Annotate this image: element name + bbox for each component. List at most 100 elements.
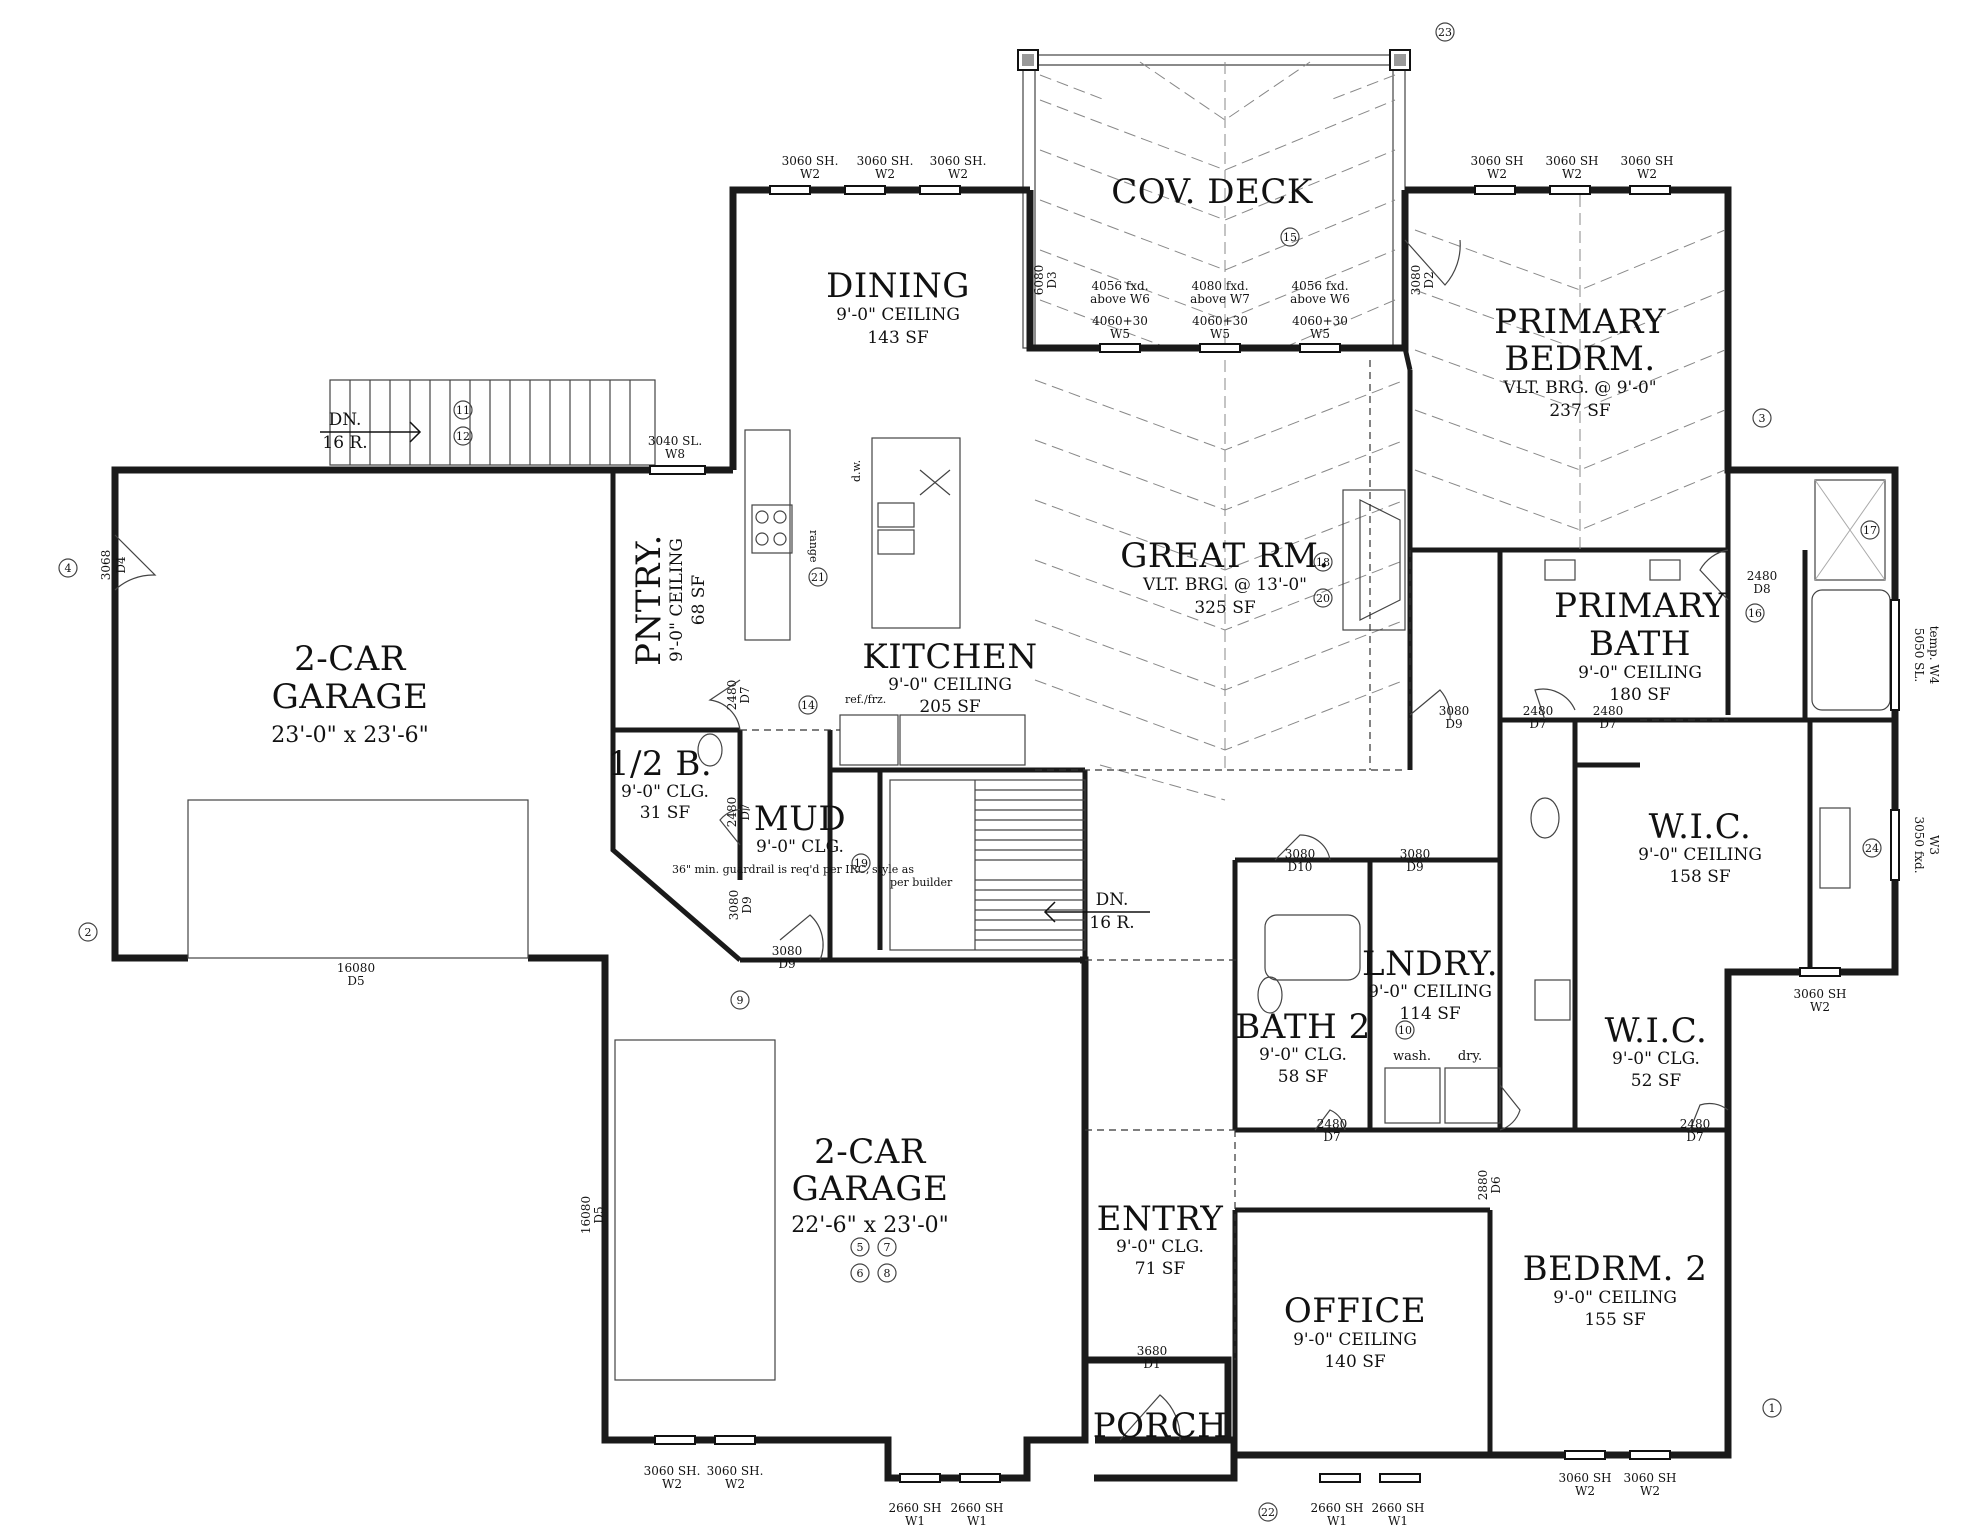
- callout-circle: 21: [808, 567, 828, 587]
- window-labels: 3060 SH. W2 3060 SH. W2 3060 SH. W2 3060…: [644, 154, 1941, 1528]
- callout-circle: 19: [851, 853, 871, 873]
- wic-small-ceiling: 9'-0" CLG.: [1612, 1049, 1700, 1069]
- openings: [740, 360, 1728, 1360]
- svg-text:8: 8: [884, 1267, 891, 1280]
- svg-text:10: 10: [1398, 1024, 1412, 1037]
- door-size: 2480: [1523, 704, 1554, 718]
- door-size: 2480: [1317, 1117, 1348, 1131]
- callout-circle: 20: [1313, 588, 1333, 608]
- win-label: 3050 fxd.: [1912, 816, 1926, 873]
- callout-circle: 7: [877, 1237, 897, 1257]
- room-labels: DINING 9'-0" CEILING 143 SF PRIMARY BEDR…: [271, 266, 1762, 1446]
- callout-circle: 14: [798, 695, 818, 715]
- bedroom2-ceiling: 9'-0" CEILING: [1553, 1288, 1677, 1308]
- door-tag: D5: [592, 1206, 606, 1223]
- door-size: 2480: [725, 797, 739, 828]
- win-label: 3060 SH.: [707, 1464, 764, 1478]
- door-tag: D7: [1686, 1130, 1703, 1144]
- win-label: 3060 SH: [1623, 1471, 1676, 1485]
- door-size: 2480: [1747, 569, 1778, 583]
- bedroom2-area: 155 SF: [1584, 1310, 1645, 1330]
- fireplace: [1342, 489, 1406, 631]
- washer-icon: [1384, 1067, 1441, 1124]
- win-tag: W2: [1575, 1484, 1595, 1498]
- garage-right-name2: GARAGE: [792, 1169, 949, 1209]
- svg-text:3: 3: [1759, 412, 1766, 425]
- half-bath-ceiling: 9'-0" CLG.: [621, 782, 709, 802]
- win-label: 4056 fxd.: [1291, 279, 1348, 293]
- sink-icon: [877, 502, 915, 528]
- shower-icon: [1814, 479, 1886, 581]
- callout-circle: 1: [1762, 1398, 1782, 1418]
- callouts: 1 2 3 4 5 6 7 8 9 10 11 12 14 15 16 17 1…: [58, 22, 1882, 1522]
- win-label: 2660 SH: [1371, 1501, 1424, 1515]
- great-room-name: GREAT RM.: [1120, 536, 1329, 576]
- kitchen-ceiling: 9'-0" CEILING: [888, 675, 1012, 695]
- door-size: 3080: [1439, 704, 1470, 718]
- door-tag: D5: [347, 974, 364, 988]
- tub-icon: [1264, 914, 1361, 981]
- win-label: 4080 fxd.: [1191, 279, 1248, 293]
- pantry-ceiling: 9'-0" CEILING: [667, 538, 687, 662]
- svg-text:2: 2: [85, 926, 92, 939]
- stair-center: DN. 16 R.: [889, 779, 1150, 951]
- win-tag: W1: [967, 1514, 987, 1528]
- kitchen-island: [871, 437, 961, 629]
- dining-area: 143 SF: [867, 328, 928, 348]
- svg-text:21: 21: [811, 571, 825, 584]
- garage-left-size: 23'-0" x 23'-6": [271, 723, 429, 748]
- door-size: 3080: [1400, 847, 1431, 861]
- primary-bedroom-area: 237 SF: [1549, 401, 1610, 421]
- callout-circle: 4: [58, 558, 78, 578]
- svg-text:15: 15: [1283, 231, 1297, 244]
- dishwasher-label: d.w.: [850, 460, 863, 482]
- door-size: 3080: [1285, 847, 1316, 861]
- svg-text:9: 9: [737, 994, 744, 1007]
- half-bath-name: 1/2 B.: [608, 744, 712, 784]
- range-label: range: [807, 530, 820, 562]
- win-tag: W2: [1562, 167, 1582, 181]
- win-tag: W3: [1927, 835, 1941, 855]
- door-size: 3068: [99, 550, 113, 581]
- primary-bath-ceiling: 9'-0" CEILING: [1578, 663, 1702, 683]
- door-tag: D1: [1143, 1357, 1160, 1371]
- garage-door-right: [614, 1039, 776, 1381]
- dryer-label: dry.: [1458, 1049, 1482, 1064]
- primary-bedroom-ceiling: [1414, 195, 1726, 550]
- garage-right-name1: 2-CAR: [814, 1132, 927, 1172]
- svg-text:18: 18: [1316, 556, 1330, 569]
- door-tag: D2: [1422, 271, 1436, 288]
- door-labels: 6080 D3 3080 D2 3068 D4 16080 D5 16080 D…: [99, 265, 1777, 1371]
- great-room-ceiling: VLT. BRG. @ 13'-0": [1142, 575, 1307, 595]
- door-tag: D9: [1445, 717, 1462, 731]
- svg-text:24: 24: [1865, 842, 1879, 855]
- laundry-area: 114 SF: [1399, 1004, 1460, 1024]
- win-label: 4060+30: [1292, 314, 1348, 328]
- door-size: 16080: [579, 1196, 593, 1234]
- bath2-area: 58 SF: [1278, 1067, 1329, 1087]
- pantry-area: 68 SF: [689, 575, 709, 626]
- door-tag: D9: [740, 896, 754, 913]
- laundry-ceiling: 9'-0" CEILING: [1368, 982, 1492, 1002]
- win-tag: W2: [875, 167, 895, 181]
- callout-circle: 23: [1435, 22, 1455, 42]
- primary-bedroom-name1: PRIMARY: [1494, 302, 1666, 342]
- win-note: above W7: [1190, 292, 1250, 306]
- callout-circle: 3: [1752, 408, 1772, 428]
- covered-deck: COV. DECK: [1017, 49, 1411, 349]
- win-tag: W2: [1810, 1000, 1830, 1014]
- callout-circle: 8: [877, 1263, 897, 1283]
- callout-circle: 5: [850, 1237, 870, 1257]
- door-size: 3080: [727, 890, 741, 921]
- cov-deck-label: COV. DECK: [1111, 172, 1313, 212]
- wic-primary-area: 158 SF: [1669, 867, 1730, 887]
- win-label: 3040 SL.: [648, 434, 702, 448]
- door-tag: D7: [738, 686, 752, 703]
- dryer-icon: [1444, 1067, 1501, 1124]
- half-bath-area: 31 SF: [640, 803, 691, 823]
- garage-left-name2: GARAGE: [272, 677, 429, 717]
- door-size: 2880: [1476, 1170, 1490, 1201]
- pantry-name: PNTRY.: [629, 534, 669, 666]
- wic-small-name: W.I.C.: [1605, 1011, 1708, 1051]
- win-tag: W2: [800, 167, 820, 181]
